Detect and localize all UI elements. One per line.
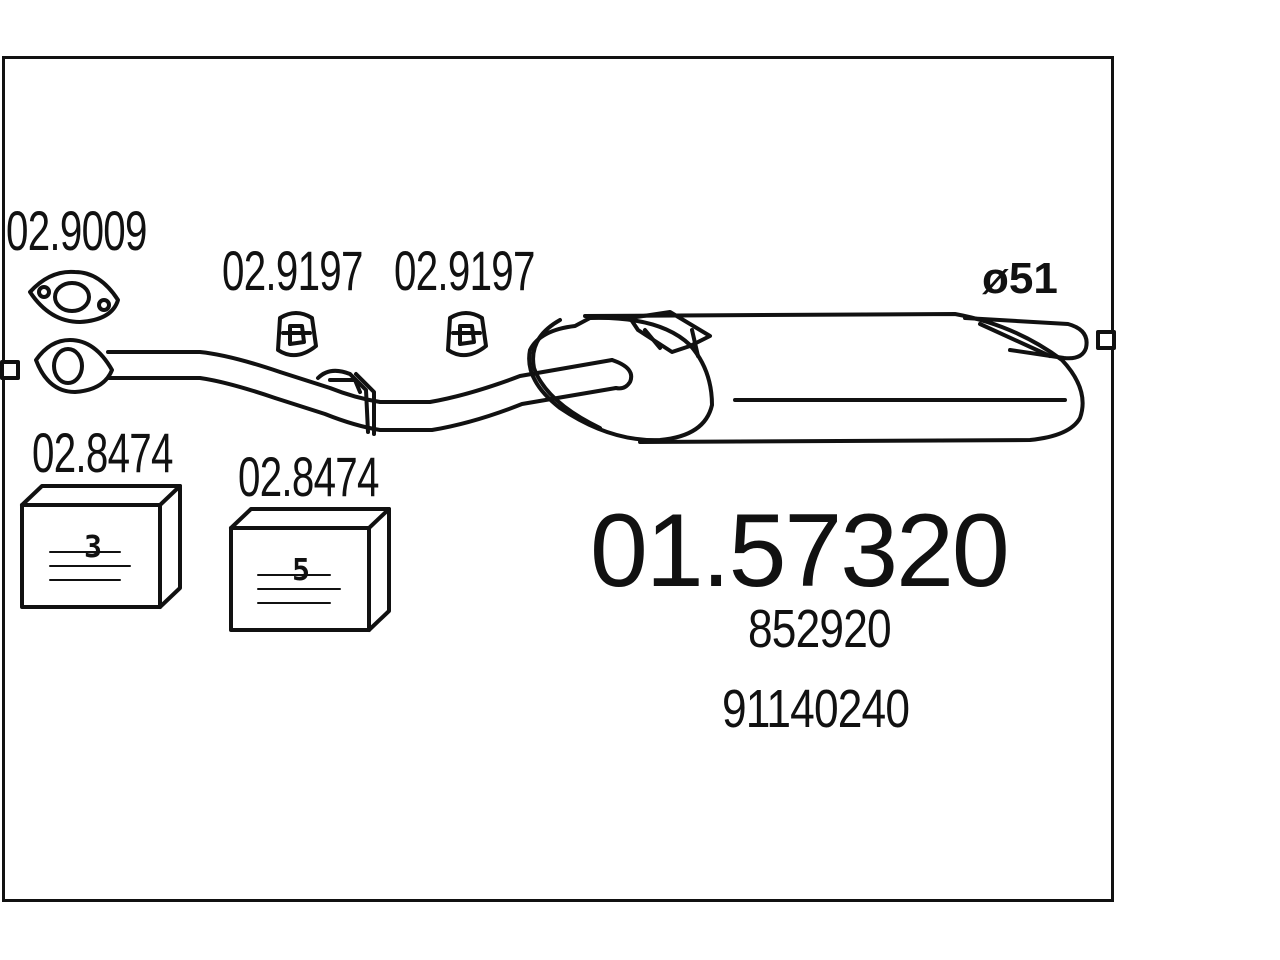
rubber-mount-2-label: 02.9197 [394, 239, 535, 302]
right-connector-square [1096, 330, 1116, 350]
clamp-box-1 [20, 484, 182, 609]
clamp-box-2 [229, 507, 391, 632]
clamp-box-2-label: 02.8474 [238, 445, 379, 508]
gasket-label: 02.9009 [6, 199, 147, 262]
rubber-mount-1-label: 02.9197 [222, 239, 363, 302]
exhaust-pipe [106, 350, 634, 432]
alt-part-number-2: 91140240 [722, 679, 910, 739]
diagram-frame [2, 56, 1114, 902]
pipe-clamp [316, 368, 376, 436]
rubber-mount-2-part [446, 311, 488, 358]
main-part-number: 01.57320 [590, 493, 1010, 609]
clamp-box-1-label: 02.8474 [32, 421, 173, 484]
alt-part-number-1: 852920 [748, 599, 892, 659]
muffler [527, 310, 1089, 444]
left-connector-square [0, 360, 20, 380]
rubber-mount-1-part [276, 311, 318, 358]
clamp-box-1-quantity: 3 [84, 530, 102, 565]
clamp-box-2-quantity: 5 [292, 553, 310, 588]
pipe-inlet-flange [34, 338, 114, 394]
gasket-part [28, 269, 120, 324]
diameter-label: ø51 [982, 254, 1058, 303]
